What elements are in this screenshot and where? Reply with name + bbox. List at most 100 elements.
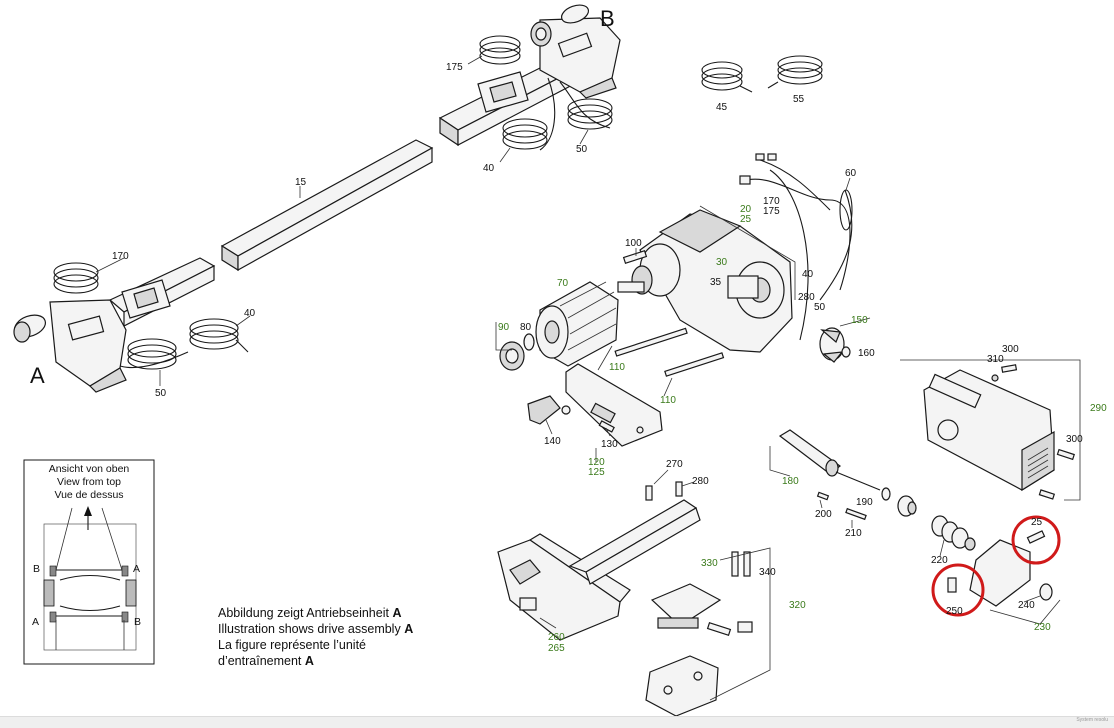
label-320: 320 — [789, 600, 806, 611]
cable-55 — [767, 55, 823, 89]
wiring-harness-60 — [739, 153, 853, 341]
label-35: 35 — [710, 277, 722, 288]
label-50-right: 50 — [814, 302, 826, 313]
label-330: 330 — [701, 558, 718, 569]
label-30: 30 — [716, 257, 728, 268]
handle-140 — [527, 395, 571, 425]
cover-290 — [923, 369, 1055, 492]
highlight-circle-lower — [931, 563, 985, 617]
inset-caravan-sketch — [43, 506, 137, 651]
leader-lines — [95, 55, 1041, 603]
label-60: 60 — [845, 168, 857, 179]
label-280-top: 280 — [798, 292, 815, 303]
label-40-left: 40 — [244, 308, 256, 319]
label-45: 45 — [716, 102, 728, 113]
assembly-letter-b: B — [600, 6, 615, 31]
roller-70 — [535, 281, 619, 367]
label-230: 230 — [1034, 622, 1051, 633]
mounting-plate-120 — [565, 363, 663, 447]
label-90: 90 — [498, 322, 510, 333]
gear-motor-housing-20 — [617, 209, 793, 353]
inset-title-fr: Vue de dessus — [54, 489, 123, 501]
washer-80 — [523, 333, 535, 351]
assembly-letter-a: A — [30, 363, 45, 388]
label-50-left: 50 — [155, 388, 167, 399]
label-220: 220 — [931, 555, 948, 566]
label-100: 100 — [625, 238, 642, 249]
label-250: 250 — [946, 606, 963, 617]
label-25: 25 — [740, 214, 752, 225]
inset-label-left-top: B — [33, 563, 40, 575]
inset-frame — [23, 459, 155, 665]
label-125: 125 — [588, 467, 605, 478]
label-175-top: 175 — [446, 62, 463, 73]
inset-label-right-bottom: B — [134, 616, 141, 628]
caption-line-fr-1: La figure représente l’unité — [218, 638, 367, 652]
spindle-180 — [778, 429, 917, 521]
label-200: 200 — [815, 509, 832, 520]
screws-110 — [614, 327, 725, 377]
label-80: 80 — [520, 322, 532, 333]
caption-line-fr-2: d’entraînement A — [218, 654, 314, 668]
clamp-320 — [650, 551, 753, 637]
fan-150 — [819, 327, 851, 363]
chassis-bracket-260 — [497, 499, 701, 641]
label-160: 160 — [858, 348, 875, 359]
label-55: 55 — [793, 94, 805, 105]
screw-130 — [598, 420, 615, 433]
label-120: 120 — [588, 457, 605, 468]
label-265: 265 — [548, 643, 565, 654]
bushing-190 — [897, 495, 917, 517]
label-300-top: 300 — [1002, 344, 1019, 355]
label-110-a: 110 — [609, 362, 625, 373]
label-210: 210 — [845, 528, 862, 539]
label-40-top: 40 — [483, 163, 495, 174]
drive-unit-b — [438, 4, 621, 151]
top-view-inset: Ansicht von oben View from top Vue de de… — [23, 459, 155, 665]
label-25-small: 25 — [1031, 517, 1043, 528]
label-170-right: 170 — [763, 196, 780, 207]
bolts-270-280 — [645, 481, 683, 501]
grouping-brackets — [495, 205, 1081, 701]
label-110-b: 110 — [660, 395, 676, 406]
cover-grille — [1027, 447, 1049, 479]
label-20: 20 — [740, 204, 752, 215]
label-170-left: 170 — [112, 251, 129, 262]
label-260: 260 — [548, 632, 565, 643]
cable-45 — [701, 61, 753, 93]
figure-caption: Abbildung zeigt Antriebseinheit A Illust… — [218, 605, 413, 669]
label-340: 340 — [759, 567, 776, 578]
label-310: 310 — [987, 354, 1004, 365]
caption-line-de: Abbildung zeigt Antriebseinheit A — [218, 606, 402, 620]
footer-text: System resolu — [1076, 717, 1108, 723]
label-190: 190 — [856, 497, 873, 508]
bottom-strip — [0, 716, 1114, 728]
pin-100 — [622, 249, 648, 265]
bracket-foot — [645, 655, 719, 716]
label-280-bottom: 280 — [692, 476, 709, 487]
label-150: 150 — [851, 315, 868, 326]
part-labels: B A 175 40 50 45 55 15 170 40 50 60 170 … — [30, 6, 1107, 654]
screws-300-310 — [991, 364, 1075, 500]
caption-line-en: Illustration shows drive assembly A — [218, 622, 414, 636]
rail-tube-15 — [220, 139, 434, 272]
label-40-right: 40 — [802, 269, 814, 280]
label-15: 15 — [295, 177, 307, 188]
inset-title-en: View from top — [57, 476, 121, 488]
label-175-right: 175 — [763, 206, 780, 217]
inset-label-right-top: A — [133, 563, 140, 575]
label-300-right: 300 — [1066, 434, 1083, 445]
worm-gear-220 — [931, 515, 976, 551]
inset-label-left-bottom: A — [32, 616, 39, 628]
highlight-circles — [931, 515, 1061, 617]
label-50-top: 50 — [576, 144, 588, 155]
inset-title-de: Ansicht von oben — [49, 463, 130, 475]
label-290: 290 — [1090, 403, 1107, 414]
label-180: 180 — [782, 476, 799, 487]
bracket-230 — [969, 539, 1053, 607]
label-140: 140 — [544, 436, 561, 447]
label-70: 70 — [557, 278, 569, 289]
highlight-circle-upper — [1011, 515, 1061, 565]
label-270: 270 — [666, 459, 683, 470]
